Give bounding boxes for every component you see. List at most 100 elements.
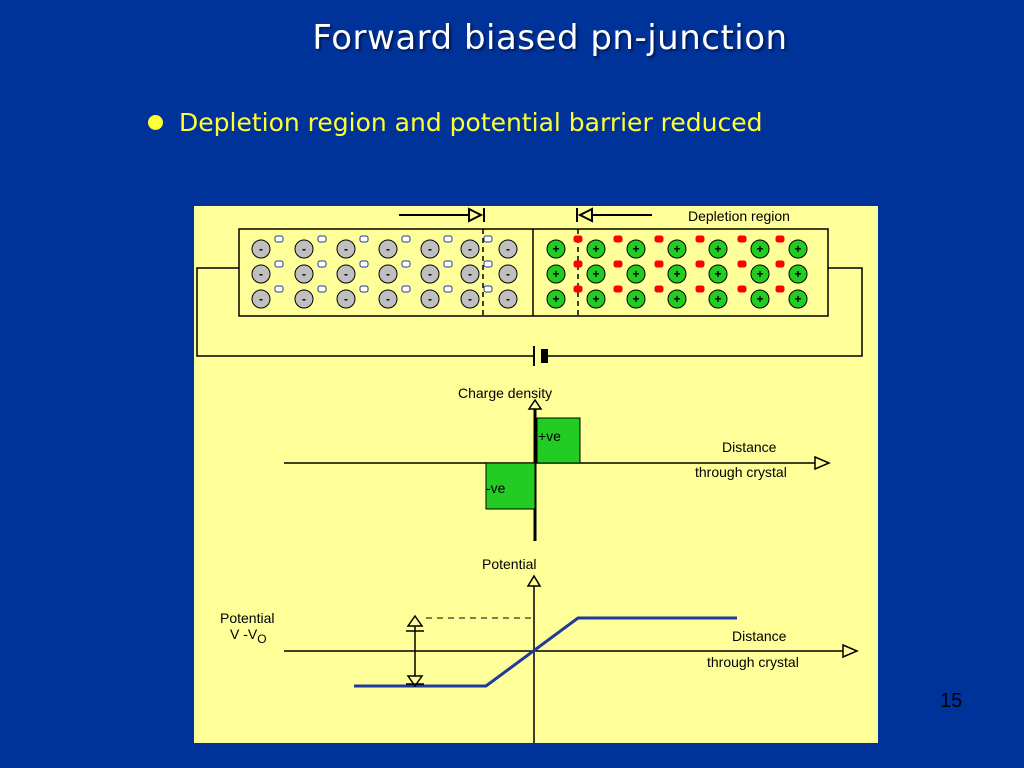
acceptor-ion: -	[420, 289, 440, 309]
acceptor-ion: -	[378, 264, 398, 284]
potential-annotation-value: V -VO	[230, 626, 267, 646]
positive-charge-block	[536, 417, 581, 464]
hole	[483, 235, 493, 243]
donor-ion: +	[626, 239, 646, 259]
svg-text:+: +	[673, 242, 680, 256]
electron	[737, 235, 747, 243]
hole	[443, 285, 453, 293]
svg-text:-: -	[506, 292, 510, 306]
slide-title: Forward biased pn-junction	[312, 18, 788, 58]
electron	[654, 235, 664, 243]
donor-ion: +	[667, 239, 687, 259]
acceptor-ion: -	[294, 289, 314, 309]
slide-number: 15	[940, 690, 963, 712]
acceptor-ion: -	[460, 264, 480, 284]
svg-text:-: -	[386, 267, 390, 281]
potential-curve	[354, 616, 737, 688]
acceptor-ion: -	[336, 239, 356, 259]
potential-annotation-sub: O	[257, 632, 266, 646]
svg-text:-: -	[506, 242, 510, 256]
donor-ion: +	[586, 289, 606, 309]
svg-text:-: -	[259, 242, 263, 256]
acceptor-ion: -	[498, 239, 518, 259]
svg-text:+: +	[794, 267, 801, 281]
svg-text:+: +	[756, 292, 763, 306]
electron	[613, 285, 623, 293]
acceptor-ion: -	[336, 289, 356, 309]
charge-distance-label-2: through crystal	[695, 464, 787, 480]
acceptor-ion: -	[251, 264, 271, 284]
svg-text:-: -	[468, 267, 472, 281]
negative-charge-label: -ve	[486, 480, 506, 496]
svg-text:-: -	[428, 267, 432, 281]
hole	[483, 260, 493, 268]
bullet-point: Depletion region and potential barrier r…	[148, 108, 762, 137]
circuit-wire	[196, 267, 863, 357]
potential-distance-arrow	[842, 643, 859, 659]
bullet-dot-icon	[148, 115, 163, 130]
donor-ion: +	[750, 289, 770, 309]
pn-junction-diagram: Depletion region - - - - - - - - - - - - - - - - - - - - - +…	[194, 206, 878, 743]
electron	[695, 260, 705, 268]
potential-axis-label: Potential	[482, 556, 536, 572]
svg-text:-: -	[302, 242, 306, 256]
svg-text:-: -	[468, 242, 472, 256]
negative-charge-block	[485, 462, 536, 510]
acceptor-ion: -	[420, 239, 440, 259]
electron	[775, 285, 785, 293]
hole	[401, 235, 411, 243]
potential-annotation-main: V -V	[230, 626, 258, 642]
electron	[654, 285, 664, 293]
p-side-ions: - - - - - - - - - - - - - - - - - - - - -	[251, 239, 518, 309]
donor-ion: +	[788, 289, 808, 309]
positive-charge-label: +ve	[538, 428, 561, 444]
acceptor-ion: -	[336, 264, 356, 284]
hole	[401, 285, 411, 293]
battery-icon	[533, 346, 548, 366]
svg-text:-: -	[344, 242, 348, 256]
hole	[359, 285, 369, 293]
hole	[359, 235, 369, 243]
acceptor-ion: -	[498, 289, 518, 309]
svg-text:-: -	[259, 292, 263, 306]
depletion-region-label: Depletion region	[688, 208, 790, 224]
svg-text:-: -	[428, 292, 432, 306]
electron	[775, 235, 785, 243]
hole	[483, 285, 493, 293]
hole	[401, 260, 411, 268]
donor-ion: +	[750, 239, 770, 259]
electron	[613, 260, 623, 268]
acceptor-ion: -	[251, 239, 271, 259]
n-side-ions: +++++++++++++++++++++	[546, 239, 808, 309]
electron	[737, 285, 747, 293]
acceptor-ion: -	[294, 264, 314, 284]
hole	[317, 285, 327, 293]
svg-text:-: -	[506, 267, 510, 281]
svg-text:+: +	[592, 267, 599, 281]
electrons	[573, 235, 785, 293]
electron	[573, 235, 583, 243]
svg-text:+: +	[592, 242, 599, 256]
potential-distance-label-2: through crystal	[707, 654, 799, 670]
svg-text:+: +	[552, 242, 559, 256]
svg-text:+: +	[673, 292, 680, 306]
bullet-text: Depletion region and potential barrier r…	[179, 108, 763, 137]
svg-text:+: +	[756, 242, 763, 256]
svg-text:+: +	[756, 267, 763, 281]
hole	[274, 235, 284, 243]
donor-ion: +	[586, 239, 606, 259]
svg-text:-: -	[468, 292, 472, 306]
hole	[359, 260, 369, 268]
potential-distance-label: Distance	[732, 628, 787, 644]
hole	[443, 260, 453, 268]
acceptor-ion: -	[378, 239, 398, 259]
donor-ion: +	[708, 264, 728, 284]
svg-text:-: -	[386, 292, 390, 306]
electron	[573, 260, 583, 268]
electron	[695, 235, 705, 243]
acceptor-ion: -	[294, 239, 314, 259]
svg-text:+: +	[552, 292, 559, 306]
donor-ion: +	[788, 239, 808, 259]
svg-text:+: +	[794, 242, 801, 256]
donor-ion: +	[667, 264, 687, 284]
